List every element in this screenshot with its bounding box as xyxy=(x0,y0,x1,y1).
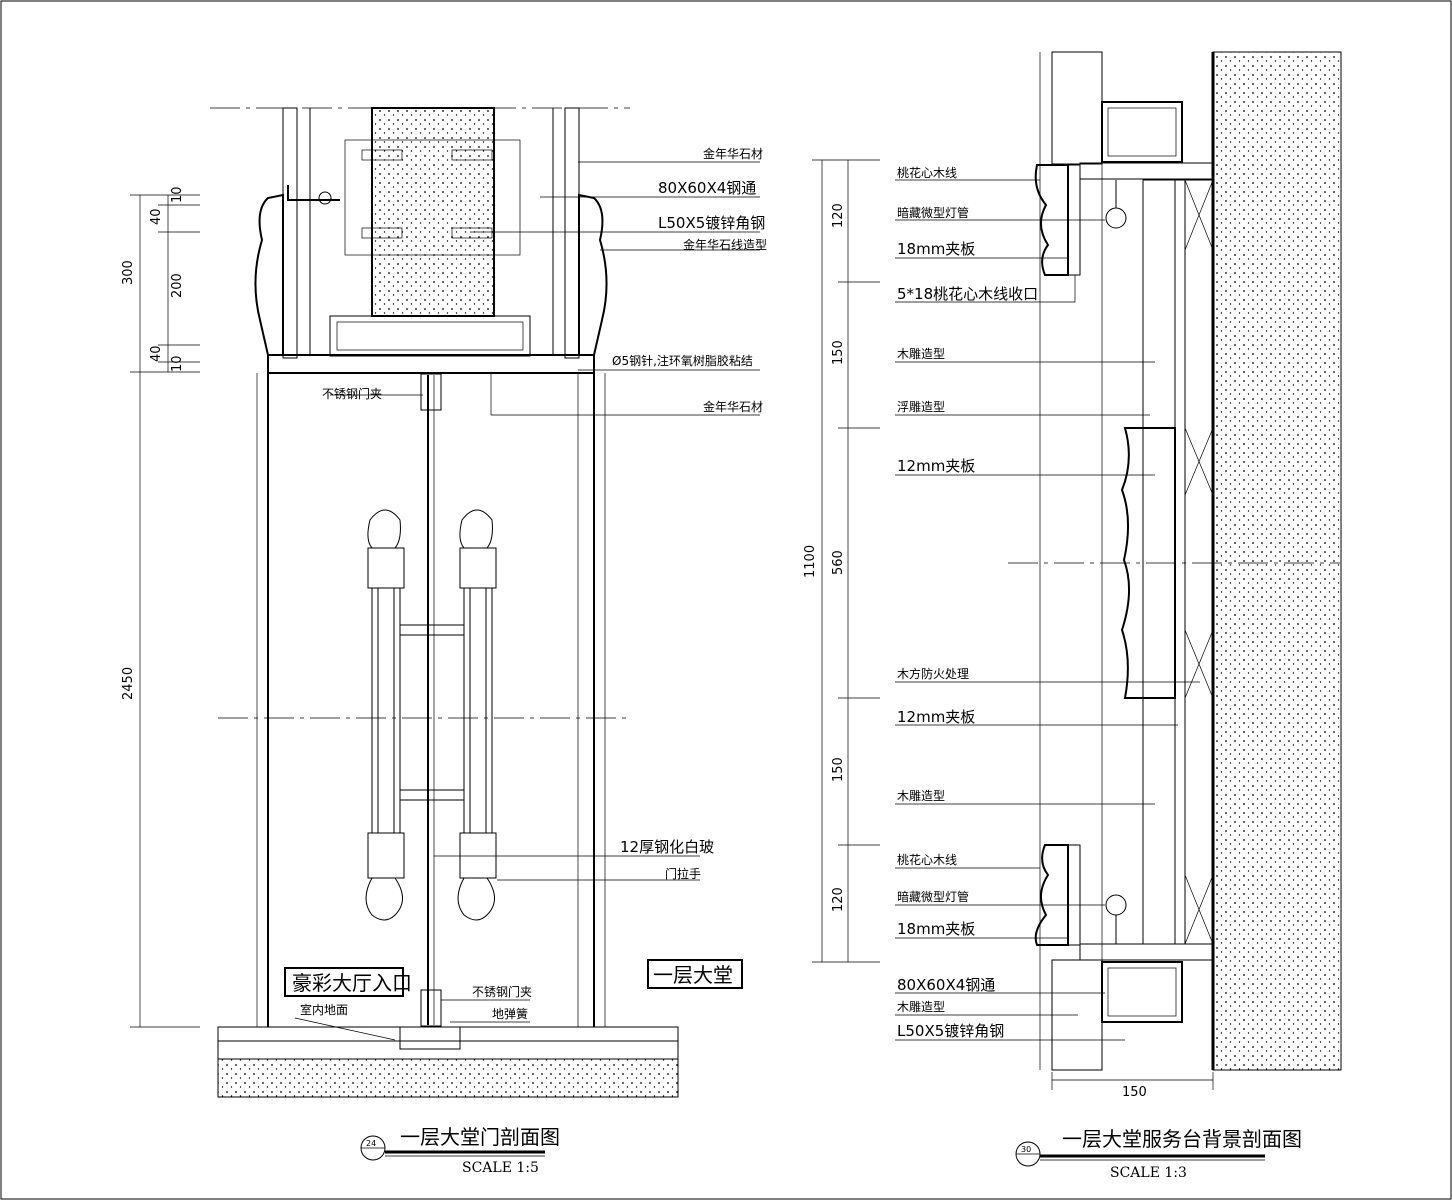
room-label-entrance: 豪彩大厅入口 xyxy=(292,971,412,995)
room-label-lobby: 一层大堂 xyxy=(653,963,733,987)
label-stone-molding: 金年华石线造型 xyxy=(683,237,767,252)
label-hidden-lamp-2: 暗藏微型灯管 xyxy=(897,889,969,904)
label-mahogany-edge: 5*18桃花心木线收口 xyxy=(897,285,1038,303)
label-door-pull: 门拉手 xyxy=(665,866,701,881)
label-wood-carving-2: 木雕造型 xyxy=(897,788,945,803)
dim-120-bottom: 120 xyxy=(831,887,846,912)
label-plywood18-1: 18mm夹板 xyxy=(897,240,975,258)
dim-40-top: 40 xyxy=(149,208,164,225)
dim-300: 300 xyxy=(121,260,136,285)
dim-40-bottom: 40 xyxy=(149,345,164,362)
label-steel-tube-r: 80X60X4钢通 xyxy=(897,976,995,994)
door-handle-left xyxy=(365,509,405,921)
label-door-clamp-bottom: 不锈钢门夹 xyxy=(472,984,532,999)
label-stone: 金年华石材 xyxy=(703,146,763,161)
dim-150-width: 150 xyxy=(1122,1085,1147,1100)
drawing-scale-left: SCALE 1:5 xyxy=(462,1160,539,1176)
label-plywood12-2: 12mm夹板 xyxy=(897,708,975,726)
label-stone-2: 金年华石材 xyxy=(703,399,763,414)
dim-560: 560 xyxy=(831,550,846,575)
label-steel-pin: Ø5钢针,注环氧树脂胶粘结 xyxy=(612,353,753,368)
label-glass: 12厚钢化白玻 xyxy=(620,838,714,856)
dim-2450: 2450 xyxy=(121,667,136,700)
svg-text:24: 24 xyxy=(366,1139,376,1148)
drawing-title-right: 一层大堂服务台背景剖面图 xyxy=(1062,1127,1302,1151)
label-steel-tube: 80X60X4钢通 xyxy=(658,179,756,197)
label-relief: 浮雕造型 xyxy=(897,399,945,414)
svg-text:30: 30 xyxy=(1021,1145,1031,1154)
left-dimensions xyxy=(130,194,200,1028)
label-fireproof-timber: 木方防火处理 xyxy=(897,666,969,681)
label-door-clamp-top: 不锈钢门夹 xyxy=(322,386,382,401)
label-mahogany-1: 桃花心木线 xyxy=(897,165,957,180)
dim-120-top: 120 xyxy=(831,203,846,228)
drawing-title-left: 一层大堂门剖面图 xyxy=(400,1125,560,1149)
label-plywood12-1: 12mm夹板 xyxy=(897,457,975,475)
door-handle-right xyxy=(457,509,497,921)
label-mahogany-2: 桃花心木线 xyxy=(897,852,957,867)
label-angle-steel-r: L50X5镀锌角钢 xyxy=(897,1022,1004,1040)
dim-150-top: 150 xyxy=(831,340,846,365)
door-section-drawing: 豪彩大厅入口 一层大堂 金年华石材 80X60X4钢通 L50X5镀锌角钢 金年… xyxy=(121,107,767,1176)
label-hidden-lamp-1: 暗藏微型灯管 xyxy=(897,205,969,220)
dim-1100: 1100 xyxy=(803,545,818,578)
service-counter-section-drawing: 桃花心木线 暗藏微型灯管 18mm夹板 5*18桃花心木线收口 木雕造型 浮雕造… xyxy=(803,51,1342,1181)
label-wood-carving-1: 木雕造型 xyxy=(897,346,945,361)
label-floor-spring: 地弹簧 xyxy=(492,1006,528,1021)
title-block-left: 24 一层大堂门剖面图 SCALE 1:5 xyxy=(360,1125,560,1176)
right-dimensions xyxy=(812,159,1214,1090)
label-angle-steel: L50X5镀锌角钢 xyxy=(658,214,765,232)
drawing-scale-right: SCALE 1:3 xyxy=(1110,1165,1187,1181)
dim-10-bottom: 10 xyxy=(170,355,185,372)
dim-10-top: 10 xyxy=(170,186,185,203)
label-indoor-floor: 室内地面 xyxy=(300,1002,348,1017)
label-wood-carving-3: 木雕造型 xyxy=(897,999,945,1014)
title-block-right: 30 一层大堂服务台背景剖面图 SCALE 1:3 xyxy=(1015,1127,1302,1181)
label-plywood18-2: 18mm夹板 xyxy=(897,920,975,938)
dim-200: 200 xyxy=(170,273,185,298)
dim-150-bottom: 150 xyxy=(831,757,846,782)
